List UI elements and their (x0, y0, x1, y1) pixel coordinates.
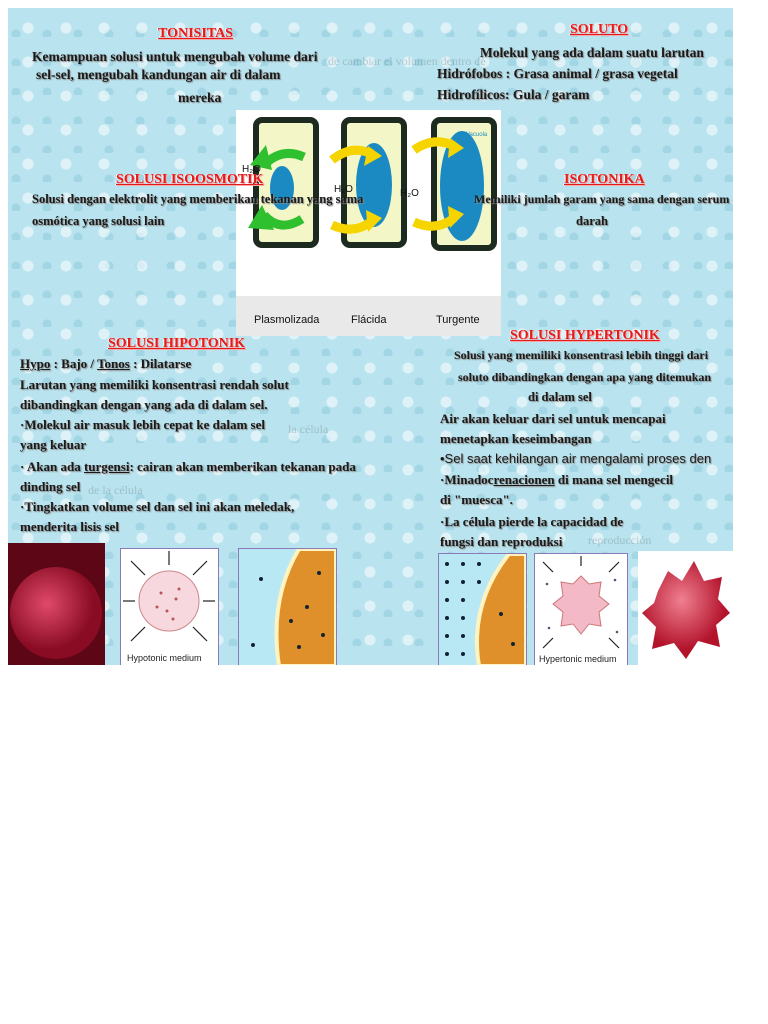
bajo-text: : Bajo / (50, 356, 98, 371)
h2o-label: H₂O (242, 164, 261, 175)
background-text: la célula (288, 422, 329, 436)
tonos-term: Tonos (97, 356, 130, 371)
hypertonic-membrane-svg (445, 554, 526, 665)
plasmolizada-label: Plasmolizada (254, 314, 320, 326)
isotonika-line1: Memiliki jumlah garam yang sama dengan s… (474, 192, 733, 206)
hipertonik-line9: ·La célula pierde la capacidad de (440, 514, 624, 529)
line7-suffix: di mana sel mengecil (554, 472, 674, 487)
hipotonik-line9: menderita lisis sel (20, 519, 119, 534)
tonisitas-line2: sel-sel, mengubah kandungan air di dalam (36, 67, 281, 82)
isoosmotik-line2: osmótica yang solusi lain (32, 214, 165, 228)
hipotonik-line3: dibandingkan dengan yang ada di dalam se… (20, 397, 268, 412)
hypertonic-diagram: Hypertonic medium (534, 553, 628, 665)
slide-poster: de cambiar el volumen dentro de la célul… (8, 8, 733, 665)
hipertonik-line10: fungsi dan reproduksi (440, 534, 563, 549)
hypertonic-medium-label: Hypertonic medium (539, 654, 617, 664)
h2o-label: H₂O (334, 184, 353, 195)
hipertonik-line7: ·Minadocrenacionen di mana sel mengecil (440, 471, 673, 489)
hypotonic-cell-svg (123, 551, 215, 642)
line7-prefix: ·Minadoc (440, 472, 494, 487)
hipotonik-line2: Larutan yang memiliki konsentrasi rendah… (20, 377, 289, 392)
hipertonik-line6: •Sel saat kehilangan air mengalami prose… (440, 451, 712, 466)
turgensi-term: turgensi (83, 459, 130, 474)
plant-cell-diagram: H₂O H₂O H₂O Vacuola Plasmolizada Flácida… (236, 110, 501, 336)
hypotonic-membrane-diagram (238, 548, 337, 665)
hypertonic-membrane-diagram (438, 553, 527, 665)
background-text: de la célula (88, 483, 143, 497)
background-text: de cambiar el volumen dentro de (328, 54, 486, 68)
hipotonik-line8: ·Tingkatkan volume sel dan sel ini akan … (20, 499, 295, 514)
isotonika-line2: darah (576, 214, 608, 228)
hipotonik-line4: ·Molekul air masuk lebih cepat ke dalam … (20, 417, 265, 432)
hypertonic-cell-svg (542, 556, 620, 649)
hipotonik-line1: Hypo : Bajo / Tonos : Dilatarse (20, 355, 191, 373)
background-text: reproducción (588, 533, 652, 547)
hipertonik-title: SOLUSI HYPERTONIK (510, 328, 660, 343)
vacuola-label: Vacuola (466, 132, 488, 138)
crenated-red-cell-svg (642, 561, 730, 659)
hipotonik-title: SOLUSI HIPOTONIK (108, 336, 246, 351)
tonisitas-line3: mereka (178, 90, 222, 105)
isotonika-title: ISOTONIKA (564, 172, 645, 187)
hipertonik-line5: menetapkan keseimbangan (440, 431, 592, 446)
h2o-label: H₂O (400, 188, 419, 199)
soluto-line1: Molekul yang ada dalam suatu larutan (480, 45, 704, 60)
line6-suffix: : cairan akan memberikan tekanan pada (129, 459, 356, 474)
hypotonic-diagram: Hypotonic medium (120, 548, 219, 665)
plant-cell-svg: H₂O H₂O H₂O Vacuola Plasmolizada Flácida… (236, 117, 501, 336)
soluto-title: SOLUTO (570, 22, 629, 37)
tonisitas-line1: Kemampuan solusi untuk mengubah volume d… (32, 49, 318, 64)
hipertonik-line1: Solusi yang memiliki konsentrasi lebih t… (454, 348, 709, 362)
flacida-label: Flácida (351, 314, 387, 326)
hypotonic-membrane-svg (251, 549, 336, 665)
line6-prefix: · Akan ada (20, 459, 84, 474)
hipertonik-line2: soluto dibandingkan dengan apa yang dite… (458, 370, 712, 384)
hipotonik-line5: yang keluar (20, 437, 87, 452)
isoosmotik-title: SOLUSI ISOOSMOTIK (116, 172, 264, 187)
dilatarse-text: : Dilatarse (129, 356, 192, 371)
hypotonic-medium-label: Hypotonic medium (127, 653, 202, 663)
soluto-line3: Hidrofílicos: Gula / garam (437, 87, 590, 102)
swollen-red-cell-photo (8, 543, 105, 665)
hipotonik-line7: dinding sel (20, 479, 81, 494)
isoosmotik-line1: Solusi dengan elektrolit yang memberikan… (32, 192, 364, 206)
hipertonik-line3: di dalam sel (528, 390, 592, 404)
hipotonik-line6: · Akan ada turgensi: cairan akan memberi… (20, 458, 356, 476)
hipertonik-line4: Air akan keluar dari sel untuk mencapai (440, 411, 666, 426)
turgente-label: Turgente (436, 314, 480, 326)
swollen-red-cell-svg (8, 543, 105, 665)
hypo-term: Hypo (20, 356, 51, 371)
crenated-red-cell-photo (638, 551, 733, 665)
tonisitas-title: TONISITAS (158, 26, 233, 41)
soluto-line2: Hidrófobos : Grasa animal / grasa vegeta… (437, 66, 678, 81)
hipertonik-line8: di "muesca". (440, 492, 513, 507)
renacionen-term: renacionen (493, 472, 555, 487)
